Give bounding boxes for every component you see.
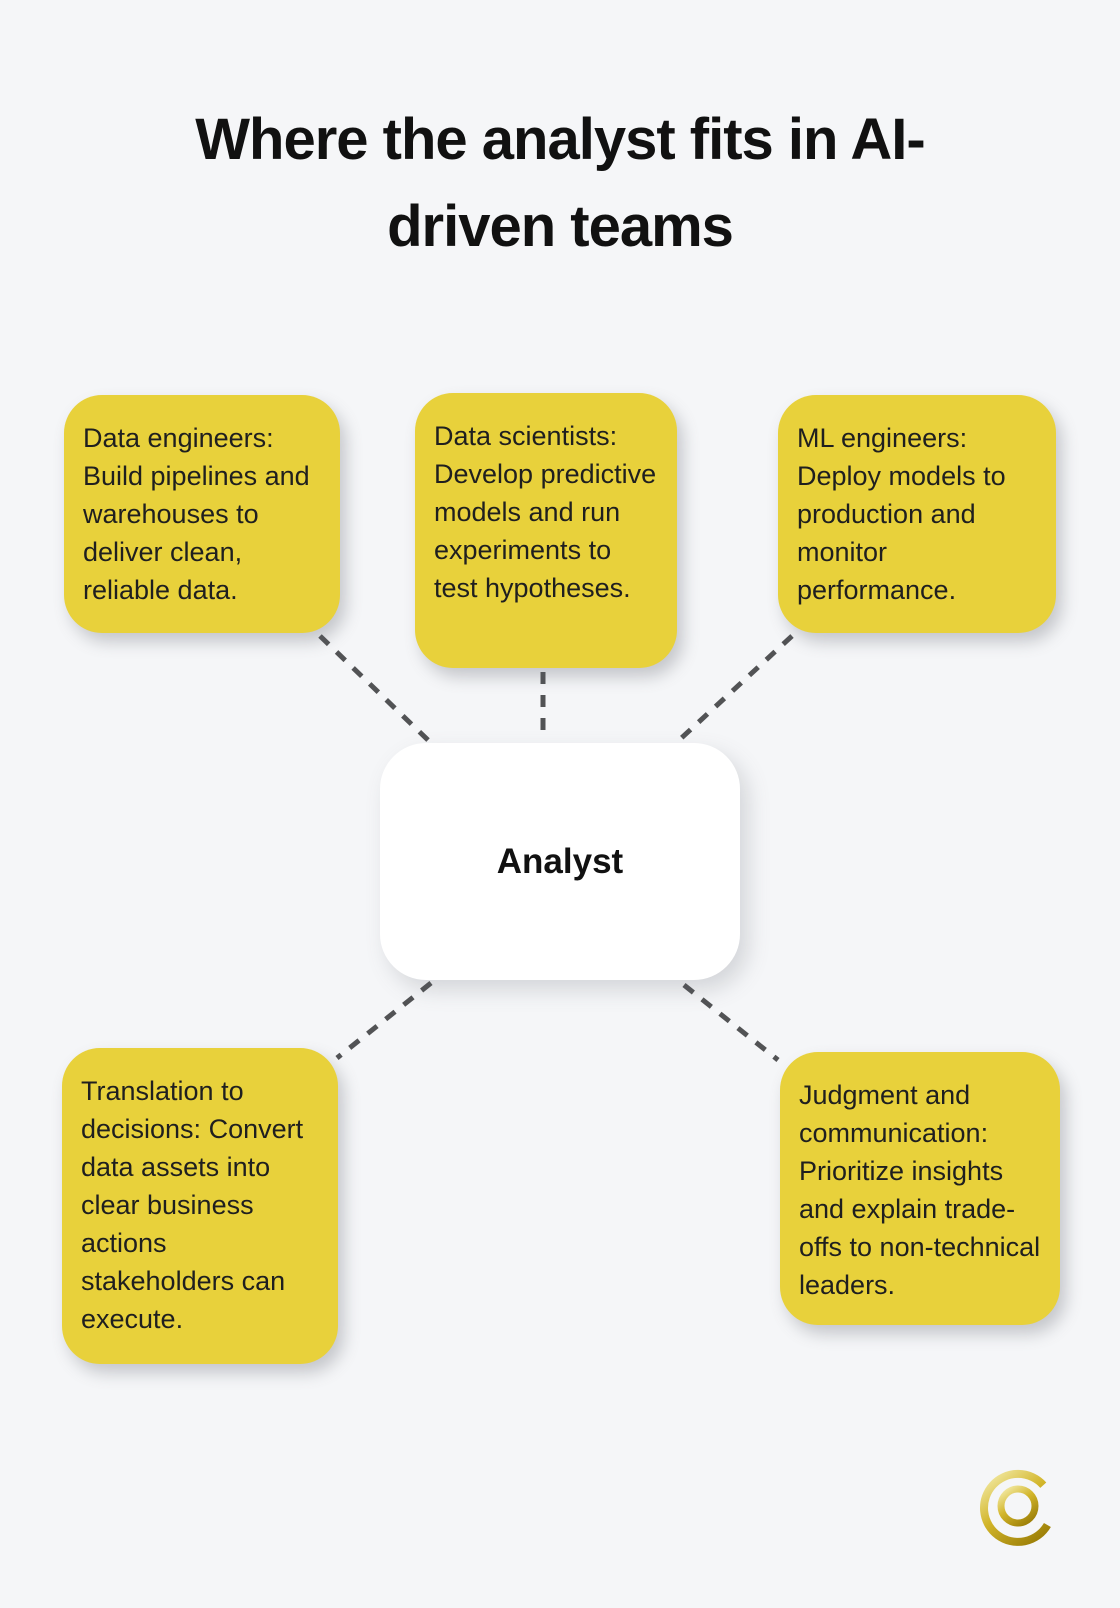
connector-data-engineers-analyst	[318, 634, 432, 744]
logo-outer-ring	[980, 1469, 1051, 1546]
connector-analyst-judgment	[682, 983, 780, 1062]
page-title-line-2: driven teams	[387, 194, 734, 259]
node-data-scientists-text: Data scientists: Develop predictive mode…	[434, 421, 657, 603]
node-data-engineers: Data engineers: Build pipelines and ware…	[64, 395, 340, 633]
node-judgment-and-communication-text: Judgment and communication: Prioritize i…	[799, 1080, 1041, 1300]
logo-q-icon	[980, 1469, 1051, 1546]
connector-analyst-translation	[335, 981, 433, 1060]
node-translation-to-decisions-text: Translation to decisions: Convert data a…	[81, 1076, 304, 1334]
page-title-line-1: Where the analyst fits in AI-	[195, 107, 925, 172]
page-title: Where the analyst fits in AI- driven tea…	[0, 96, 1120, 270]
node-ml-engineers: ML engineers: Deploy models to productio…	[778, 395, 1056, 633]
analyst-node-label: Analyst	[496, 841, 624, 881]
node-judgment-and-communication: Judgment and communication: Prioritize i…	[780, 1052, 1060, 1325]
node-data-engineers-text: Data engineers: Build pipelines and ware…	[83, 423, 310, 605]
node-ml-engineers-text: ML engineers: Deploy models to productio…	[797, 423, 1006, 605]
node-data-scientists: Data scientists: Develop predictive mode…	[415, 393, 677, 668]
node-translation-to-decisions: Translation to decisions: Convert data a…	[62, 1048, 338, 1364]
connector-ml-engineers-analyst	[674, 634, 794, 745]
analyst-node: Analyst	[380, 743, 740, 980]
